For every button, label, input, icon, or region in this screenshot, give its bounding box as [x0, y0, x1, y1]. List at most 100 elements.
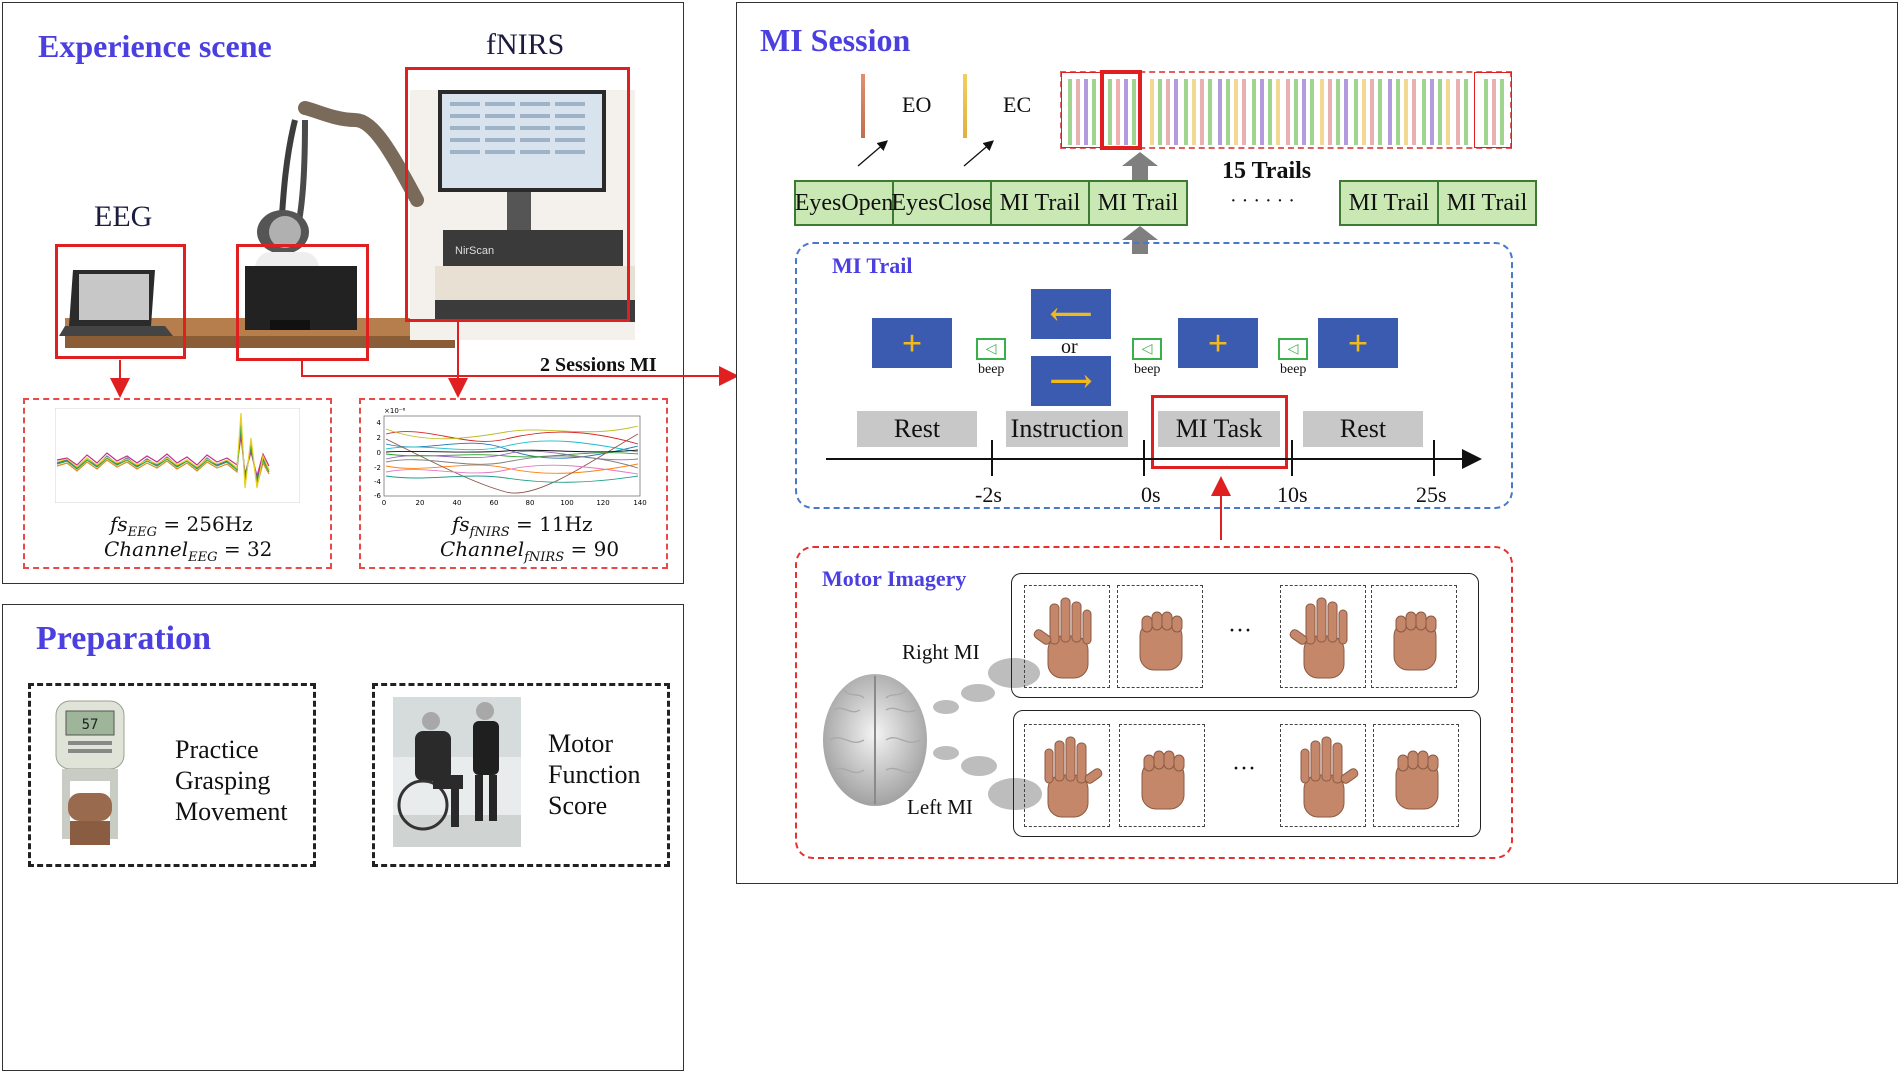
phase-rest-end: Rest — [1303, 411, 1423, 447]
fnirs-x-tick: 120 — [596, 499, 609, 507]
mi-task-highlight-box — [1151, 395, 1288, 469]
rest-screen: + — [872, 318, 952, 368]
fnirs-y-exponent: ×10⁻⁶ — [384, 407, 405, 415]
motor-imagery-title: Motor Imagery — [822, 566, 967, 591]
thought-bubble — [961, 684, 995, 702]
hand-box — [1373, 724, 1459, 827]
eeg-highlight-box — [55, 244, 186, 359]
fist-icon — [1395, 750, 1439, 810]
left-mi-label: Left MI — [907, 795, 973, 819]
experience-scene-photo: NirScan — [59, 90, 635, 348]
timeline-axis — [826, 440, 1482, 540]
thought-bubble — [988, 778, 1042, 810]
left-mi-ellipsis: ··· — [1232, 756, 1256, 782]
session-cell-eyesclose: EyesClose — [891, 180, 993, 226]
fnirs-signal-plot: ×10⁻⁶ 4 2 0 -2 -4 -6 0 20 40 60 80 100 1… — [374, 407, 647, 507]
trial-stripes-strip — [1060, 71, 1512, 149]
session-cell-mi-trail: MI Trail — [1339, 180, 1439, 226]
eeg-fs-formula: fsEEG = 256Hz — [110, 512, 253, 540]
nirscan-brand: NirScan — [455, 245, 494, 257]
session-cell-mi-trail: MI Trail — [990, 180, 1090, 226]
thought-bubble — [988, 658, 1040, 688]
fnirs-x-tick: 40 — [453, 499, 462, 507]
wheelchair-photo — [393, 697, 521, 847]
phase-mi-task: MI Task — [1158, 411, 1280, 447]
session-cell-mi-trail: MI Trail — [1088, 180, 1188, 226]
instruction-right-screen: ⟶ — [1031, 356, 1111, 406]
fnirs-channel-formula: ChannelfNIRS = 90 — [440, 537, 620, 565]
dynamometer-reading: 57 — [82, 717, 99, 733]
open-hand-icon — [1300, 736, 1359, 818]
speaker-icon: ◁ — [976, 338, 1006, 360]
hand-box — [1280, 585, 1366, 688]
fnirs-y-tick: 2 — [377, 434, 381, 442]
beep-label: beep — [1134, 362, 1161, 377]
speaker-icon: ◁ — [1132, 338, 1162, 360]
trails-count-label: 15 Trails — [1222, 158, 1312, 184]
eo-label: EO — [902, 92, 932, 117]
hand-box — [1371, 585, 1457, 688]
tick-25s: 25s — [1416, 482, 1447, 507]
open-hand-icon — [1044, 736, 1103, 818]
gray-up-arrow-top — [1122, 152, 1158, 180]
motor-score-box — [372, 683, 670, 867]
motor-imagery-box — [795, 546, 1513, 859]
ec-label: EC — [1003, 92, 1032, 117]
thought-bubble — [961, 756, 997, 776]
eeg-channel-formula: ChannelEEG = 32 — [104, 537, 273, 565]
fnirs-y-tick: -4 — [374, 478, 382, 486]
eo-ec-pointer-arrows — [857, 140, 994, 167]
open-hand-icon — [1289, 597, 1348, 679]
tick-neg2s: -2s — [975, 482, 1002, 507]
grasp-caption-line: Practice — [175, 735, 259, 764]
session-ellipsis: · · · · · · — [1230, 190, 1295, 212]
grasp-caption-line: Movement — [175, 797, 288, 826]
right-mi-label: Right MI — [902, 640, 980, 664]
fnirs-fs-formula: fsfNIRS = 11Hz — [452, 512, 593, 540]
eeg-label: EEG — [94, 200, 153, 233]
fnirs-x-tick: 60 — [490, 499, 499, 507]
mi-trail-box — [795, 242, 1513, 509]
instruction-or: or — [1061, 336, 1078, 358]
session-cell-mi-trail: MI Trail — [1437, 180, 1537, 226]
right-mi-row — [1011, 573, 1479, 698]
beep-label: beep — [978, 362, 1005, 377]
mi-task-screen: + — [1178, 318, 1258, 368]
eeg-signal-plot — [55, 408, 300, 503]
thought-bubble — [933, 700, 959, 714]
trial-strip-left-box — [1061, 72, 1101, 148]
hand-box — [1024, 724, 1110, 827]
motor-caption-line: Function — [548, 760, 641, 789]
fist-icon — [1139, 611, 1183, 671]
fnirs-highlight-box — [405, 67, 630, 322]
motor-caption: Motor Function Score — [548, 728, 640, 821]
fnirs-y-tick: -6 — [374, 492, 382, 500]
fnirs-y-tick: -2 — [374, 464, 381, 472]
session-cell-eyesopen: EyesOpen — [794, 180, 894, 226]
brain-image — [823, 674, 927, 806]
trial-strip-current-box — [1100, 70, 1142, 150]
fnirs-label: fNIRS — [486, 28, 565, 61]
experience-scene-title: Experience scene — [38, 28, 272, 64]
fist-icon — [1141, 750, 1185, 810]
mi-trail-title: MI Trail — [832, 253, 913, 278]
fnirs-x-tick: 100 — [560, 499, 573, 507]
mi-session-title: MI Session — [760, 22, 911, 58]
sessions-label: 2 Sessions MI — [540, 354, 657, 376]
rest-end-screen: + — [1318, 318, 1398, 368]
motor-caption-line: Motor — [548, 729, 613, 758]
hand-box — [1119, 724, 1205, 827]
grasp-caption: Practice Grasping Movement — [175, 734, 288, 827]
tick-0s: 0s — [1141, 482, 1161, 507]
eo-bar — [861, 74, 865, 138]
grasp-box — [28, 683, 316, 867]
fnirs-x-tick: 0 — [382, 499, 386, 507]
right-mi-ellipsis: ··· — [1228, 618, 1252, 644]
scene-arrows — [110, 322, 739, 398]
beep-label: beep — [1280, 362, 1307, 377]
phase-rest: Rest — [857, 411, 977, 447]
stimulus-laptop-box — [236, 244, 369, 361]
grasp-caption-line: Grasping — [175, 766, 271, 795]
motor-caption-line: Score — [548, 791, 608, 820]
speaker-icon: ◁ — [1278, 338, 1308, 360]
